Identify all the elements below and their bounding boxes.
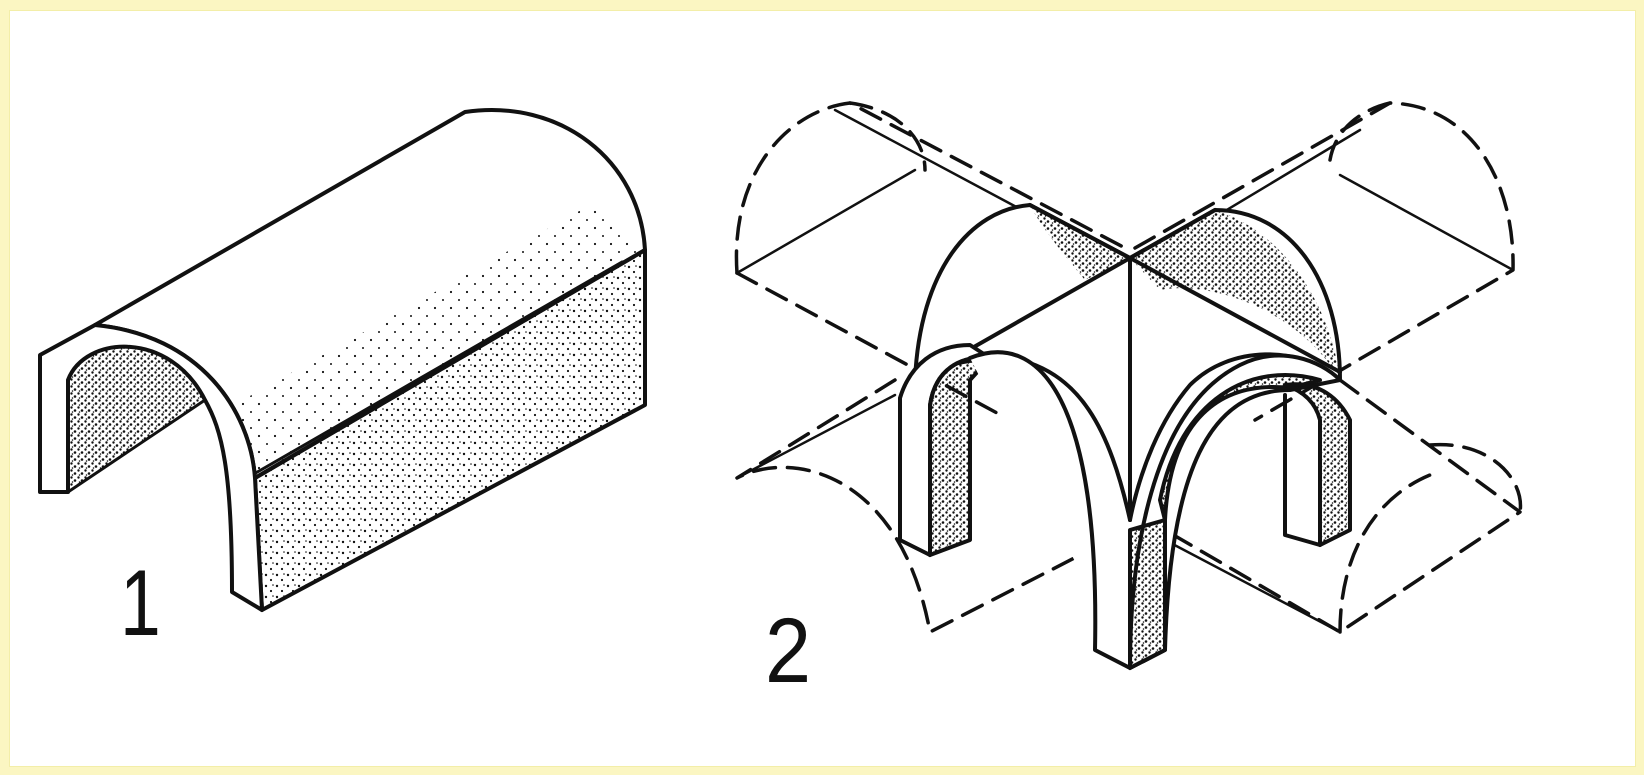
barrel-vault-interior xyxy=(66,345,207,494)
figure-label-2: 2 xyxy=(765,600,812,702)
barrel-vault-ledge xyxy=(238,260,624,484)
barrel-vault-drawing xyxy=(38,108,647,612)
groin-vault-diagonal-rib-b xyxy=(928,256,1342,374)
groin-vault-front-arch xyxy=(968,350,1342,670)
groin-vault-left-pier-face xyxy=(928,355,992,557)
groin-vault-front-arch-soffit xyxy=(1158,373,1322,522)
figure-label-1: 1 xyxy=(120,550,161,655)
groin-vault-front-pier-face xyxy=(1128,518,1167,670)
barrel-vault-roof-shading xyxy=(225,205,645,478)
groin-vault-solid xyxy=(898,203,1352,670)
groin-vault-right-pier xyxy=(1283,382,1352,547)
groin-vault-web-shading xyxy=(1030,205,1340,380)
groin-vault-drawing xyxy=(734,101,1523,670)
